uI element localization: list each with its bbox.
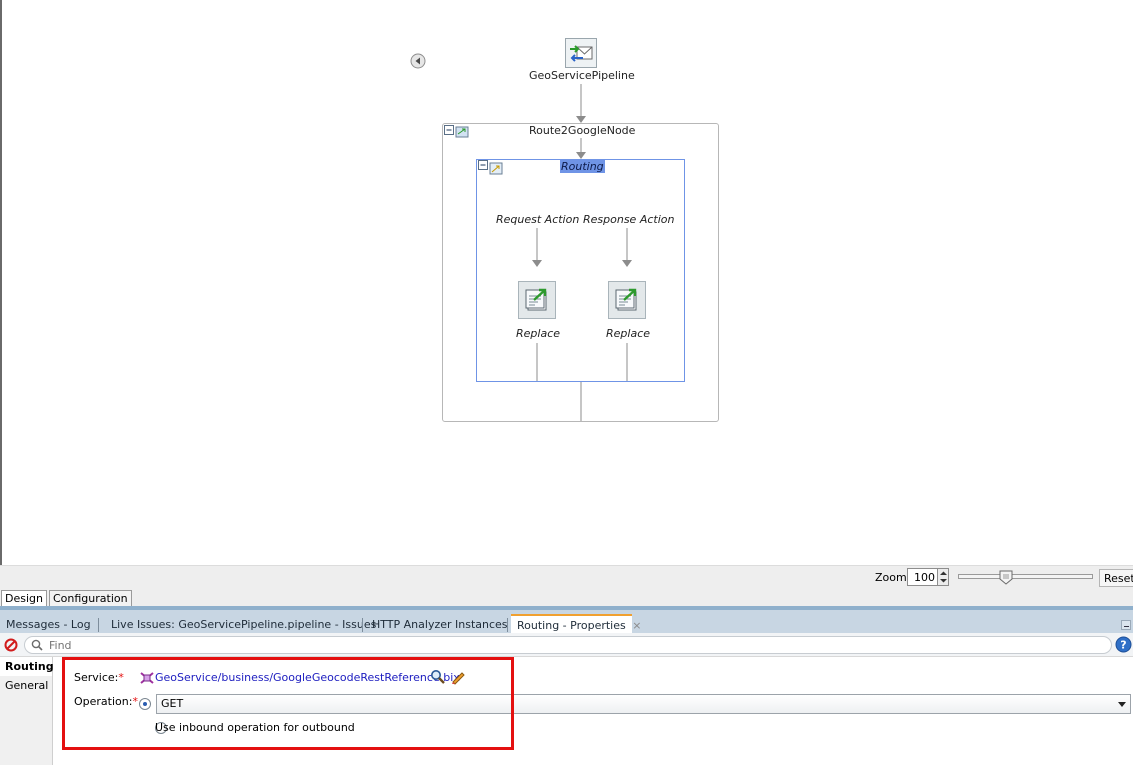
back-icon[interactable] (410, 53, 426, 72)
edit-icon[interactable] (450, 669, 466, 688)
operation-label: Operation: (74, 695, 133, 708)
replace-icon[interactable] (518, 281, 556, 319)
tab-live-issues[interactable]: Live Issues: GeoServicePipeline.pipeline… (111, 618, 377, 631)
editor-tabs: Design Configuration (0, 589, 1133, 606)
pipeline-label[interactable]: GeoServicePipeline (529, 69, 635, 82)
tab-messages-log[interactable]: Messages - Log (6, 618, 91, 631)
tab-routing-properties-label: Routing - Properties (517, 619, 626, 632)
sidetab-general[interactable]: General (5, 679, 49, 692)
service-link[interactable]: GeoService/business/GoogleGeocodeRestRef… (155, 671, 460, 684)
request-action-label: Request Action (496, 213, 580, 226)
replace-icon[interactable] (608, 281, 646, 319)
reset-button[interactable]: Reset (1099, 569, 1133, 587)
search-icon (31, 639, 43, 654)
tab-routing-properties[interactable]: Routing - Properties × (511, 614, 641, 637)
service-icon (139, 670, 155, 689)
tab-separator (362, 618, 363, 632)
close-icon[interactable]: × (632, 619, 642, 632)
svg-text:?: ? (1120, 639, 1126, 652)
minimize-icon[interactable] (1121, 620, 1131, 630)
sidetab-routing[interactable]: Routing (0, 657, 54, 676)
tab-design[interactable]: Design (1, 590, 47, 606)
pipeline-icon[interactable] (565, 38, 597, 68)
routing-label[interactable]: Routing (560, 160, 605, 173)
property-side-tabs: Routing General (0, 657, 54, 765)
search-icon[interactable] (430, 669, 446, 688)
operation-radio[interactable] (139, 698, 151, 710)
help-icon[interactable]: ? (1115, 636, 1132, 656)
service-label-row: Service:* (74, 671, 124, 684)
replace-right-label[interactable]: Replace (606, 327, 651, 340)
tab-separator (507, 618, 508, 632)
routing-box[interactable]: Routing Request Action Response Action (476, 159, 685, 382)
tab-separator (98, 618, 99, 632)
connector-lines (532, 84, 632, 421)
response-action-label: Response Action (583, 213, 675, 226)
zoom-bar: Zoom: 100 Reset (0, 565, 1133, 589)
service-label: Service: (74, 671, 119, 684)
inbound-radio[interactable] (154, 722, 167, 734)
dock-tabs: Messages - Log Live Issues: GeoServicePi… (0, 606, 1133, 637)
slider-thumb[interactable] (999, 570, 1013, 588)
operation-select[interactable]: GET (156, 694, 1131, 714)
tab-http-analyzer[interactable]: HTTP Analyzer Instances (372, 618, 508, 631)
zoom-spinner[interactable]: 100 (907, 568, 949, 586)
find-input[interactable] (24, 636, 1112, 654)
required-mark: * (118, 671, 124, 684)
zoom-slider[interactable] (958, 570, 1093, 586)
route-node-label[interactable]: Route2GoogleNode (529, 124, 636, 137)
collapse-icon[interactable] (444, 125, 470, 142)
chevron-down-icon[interactable] (1117, 696, 1127, 718)
zoom-value[interactable]: 100 (914, 571, 935, 584)
route-node-box[interactable]: Route2GoogleNode (442, 123, 719, 422)
stop-icon[interactable] (4, 638, 18, 655)
find-bar: ? (0, 633, 1133, 657)
pipeline-canvas[interactable]: GeoServicePipeline Route2GoogleNode Rout… (0, 0, 1133, 565)
zoom-label: Zoom: (875, 571, 911, 584)
required-mark: * (132, 695, 138, 708)
inbound-label[interactable]: Use inbound operation for outbound (155, 721, 355, 734)
collapse-icon[interactable] (478, 160, 504, 179)
operation-value: GET (161, 697, 184, 710)
tab-configuration[interactable]: Configuration (48, 590, 132, 606)
annotation-highlight-box (62, 657, 514, 750)
replace-left-label[interactable]: Replace (516, 327, 561, 340)
operation-label-row: Operation:* (74, 695, 138, 708)
